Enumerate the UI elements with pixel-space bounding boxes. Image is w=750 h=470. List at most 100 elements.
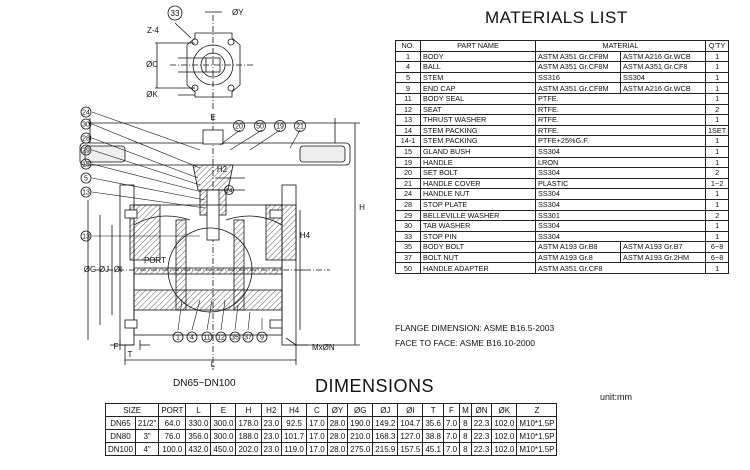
dim-header-cell: H4 <box>281 403 308 417</box>
dim-cell: M10*1.5P <box>516 416 558 430</box>
dim-cell: 300.0 <box>210 429 237 443</box>
part-no-cell: 15 <box>395 145 421 158</box>
part-name-cell: GLAND BUSH <box>420 145 536 158</box>
valve-body <box>96 184 330 346</box>
part-no-cell: 28 <box>395 198 421 211</box>
size-range-label: DN65~DN100 <box>173 378 236 389</box>
label-b11: 11 <box>203 335 210 342</box>
dim-cell: 8 <box>459 416 472 430</box>
dim-cell: 356.0 <box>185 429 212 443</box>
dim-header-cell: H <box>235 403 262 417</box>
qty-cell: 1 <box>704 220 730 232</box>
part-no-cell: 14-1 <box>395 135 421 147</box>
part-name-cell: END CAP <box>420 82 536 94</box>
label-oi: ØI <box>114 265 122 274</box>
label-24: 24 <box>82 110 90 117</box>
label-20: 20 <box>235 124 243 131</box>
alt-material-cell: ASTM A351 Gr.CF8 <box>620 61 706 73</box>
part-name-cell: BELLEVILLE WASHER <box>420 209 536 222</box>
material-cell: SS304 <box>535 188 706 200</box>
part-no-cell: 21 <box>395 177 421 190</box>
material-cell: SS304 <box>535 220 706 232</box>
label-13: 13 <box>82 190 90 197</box>
dimensions-title: DIMENSIONS <box>315 376 435 396</box>
top-view <box>155 11 255 110</box>
label-oj: ØJ <box>99 265 109 274</box>
flange-dimension-note: FLANGE DIMENSION: ASME B16.5-2003 <box>395 323 555 333</box>
part-no-cell: 30 <box>395 220 421 232</box>
label-t: T <box>128 350 133 359</box>
label-29: 29 <box>82 148 90 155</box>
label-b4: 4 <box>190 335 194 342</box>
material-cell: SS301 <box>535 209 706 222</box>
part-name-cell: STEM PACKING <box>420 124 536 137</box>
dimension-lines <box>87 122 360 365</box>
part-no-cell: 11 <box>395 92 421 105</box>
part-name-cell: HANDLE NUT <box>420 188 536 200</box>
qty-cell: 6~8 <box>704 251 730 264</box>
part-name-cell: STOP PIN <box>420 230 536 243</box>
qty-cell: 1 <box>704 230 730 243</box>
dim-cell: 22.3 <box>470 442 493 456</box>
label-b35: 35 <box>231 335 239 342</box>
dim-header-cell: H2 <box>260 403 283 417</box>
dim-cell: 35.6 <box>422 416 444 430</box>
part-no-cell: 12 <box>395 103 421 116</box>
label-21: 21 <box>296 124 304 131</box>
part-no-cell: 29 <box>395 209 421 222</box>
dim-cell: 202.0 <box>235 442 262 456</box>
dim-cell: 7.0 <box>442 429 461 443</box>
dim-cell: 300.0 <box>210 416 237 430</box>
material-cell: RTFE. <box>535 114 706 126</box>
dim-cell: 4" <box>134 442 160 456</box>
part-no-cell: 13 <box>395 114 421 126</box>
dim-header-cell: ØY <box>326 403 349 417</box>
material-cell: SS304 <box>535 230 706 243</box>
part-name-cell: BODY SEAL <box>420 92 536 105</box>
part-name-cell: STEM PACKING <box>420 135 536 147</box>
unit-label: unit:mm <box>600 392 633 402</box>
leader-lines <box>91 111 301 331</box>
label-b9: 9 <box>260 335 264 342</box>
qty-cell: 1SET <box>704 124 730 137</box>
label-oc: ØC <box>146 60 158 69</box>
dim-cell: 28.0 <box>326 442 349 456</box>
dim-cell: 215.9 <box>372 442 399 456</box>
alt-material-cell: ASTM A216 Gr.WCB <box>620 82 706 94</box>
label-h: H <box>359 203 365 212</box>
dim-cell: 45.1 <box>422 442 444 456</box>
qty-cell: 2 <box>704 103 730 116</box>
dim-header-cell: ØG <box>347 403 374 417</box>
col-no: NO. <box>395 40 421 52</box>
valve-drawing: 33 ØY Z-4 ØC ØK E 20 50 19 21 24 30 28 2… <box>79 5 365 370</box>
part-no-cell: 24 <box>395 188 421 200</box>
part-name-cell: THRUST WASHER <box>420 114 536 126</box>
dim-cell: 149.2 <box>372 416 399 430</box>
label-f: F <box>114 342 119 351</box>
material-cell: ASTM A351 Gr.CF8M <box>535 61 621 73</box>
qty-cell: 1 <box>704 92 730 105</box>
material-cell: ASTM A351 Gr.CF8 <box>535 262 706 275</box>
dim-cell: 450.0 <box>210 442 237 456</box>
qty-cell: 1~2 <box>704 177 730 190</box>
label-50: 50 <box>256 124 264 131</box>
dim-header-cell: M <box>459 403 472 417</box>
qty-cell: 1 <box>704 145 730 158</box>
dim-cell: 64.0 <box>158 416 187 430</box>
label-ok: ØK <box>146 90 158 99</box>
material-cell: RTFE. <box>535 124 706 137</box>
label-z4: Z-4 <box>147 26 160 35</box>
part-name-cell: STEM <box>420 71 536 84</box>
part-name-cell: SET BOLT <box>420 167 536 179</box>
part-name-cell: HANDLE COVER <box>420 177 536 190</box>
dim-cell: 7.0 <box>442 416 461 430</box>
